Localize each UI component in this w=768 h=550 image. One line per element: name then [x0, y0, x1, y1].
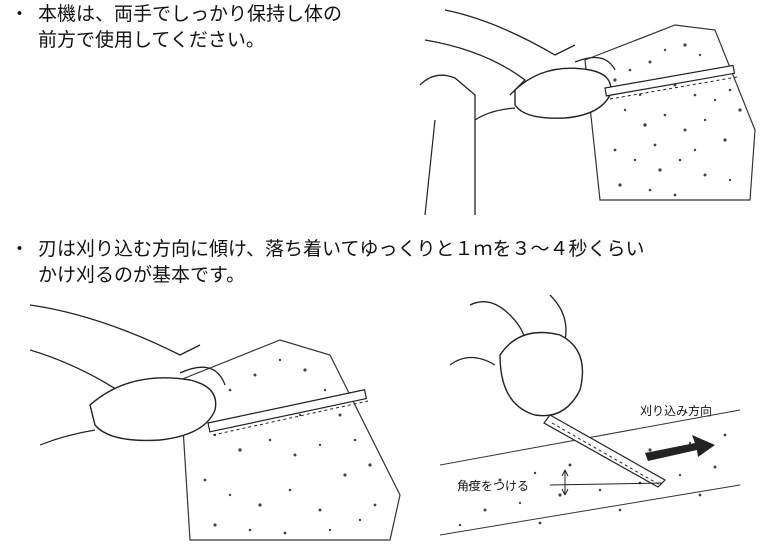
illustration-trimmer-hedge — [30, 304, 401, 541]
section2-line2: かけ刈るのが基本です。 — [38, 264, 246, 286]
section2-bullet: ・ — [10, 238, 30, 260]
direction-label: 刈り込み方向 — [640, 404, 713, 418]
illustration-cutting-angle — [440, 295, 741, 536]
angle-label: 角度をつける — [457, 479, 530, 493]
section1-line1: 本機は、両手でしっかり保持し体の — [38, 3, 343, 25]
illustration-two-hands-hedge — [419, 9, 756, 215]
section1-line2: 前方で使用してください。 — [38, 29, 265, 51]
section1-bullet: ・ — [10, 3, 30, 25]
section2-line1: 刃は刈り込む方向に傾け、落ち着いてゆっくりと１ｍを３～４秒くらい — [38, 238, 645, 260]
